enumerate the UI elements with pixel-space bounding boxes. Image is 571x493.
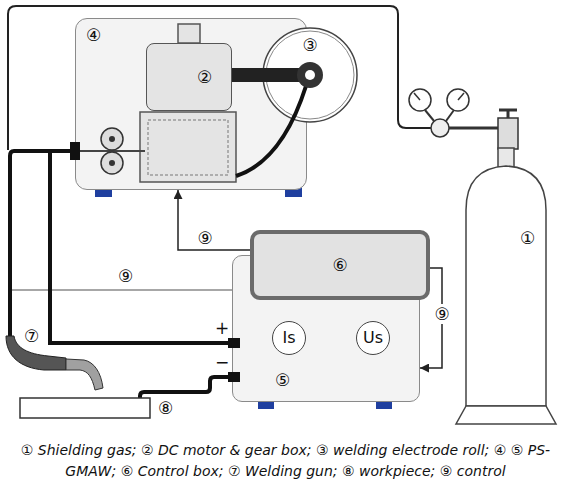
gauge-stem (446, 110, 454, 121)
control-cable (12, 289, 232, 291)
figure-caption: ① Shielding gas; ② DC motor & gear box; … (3, 440, 568, 482)
valve (498, 118, 518, 149)
node-label: ② (197, 67, 212, 87)
roll-hub (297, 62, 323, 88)
callout-number: ⑨ (118, 266, 133, 286)
node-label: ③ (302, 35, 317, 55)
node-label: ④ (86, 25, 101, 45)
gear-box (140, 112, 236, 182)
workpiece (20, 398, 150, 418)
gas-cylinder: ① (458, 148, 554, 426)
motor-box: ② (146, 43, 232, 111)
gauge-needle (414, 93, 420, 100)
valve-handle (499, 109, 517, 112)
feed-roller (101, 128, 123, 150)
pressure-gauge (447, 89, 469, 111)
minus-terminal (228, 372, 240, 382)
cable-connector (70, 142, 80, 160)
regulator-body (431, 119, 449, 137)
callout-number: ⑧ (158, 398, 173, 418)
cylinder-neck (498, 148, 514, 167)
terminal-sign: − (215, 352, 229, 372)
feed-roller (101, 152, 123, 174)
node-label: ⑥ (332, 255, 347, 275)
electrode-wire (236, 86, 306, 176)
gear-box-inner (148, 120, 228, 175)
roller-axle (109, 136, 115, 142)
callout-number: ⑨ (196, 228, 213, 248)
cylinder-base (456, 406, 556, 424)
node-label: Is (282, 328, 295, 348)
pipe (449, 127, 500, 130)
cylinder-outline (458, 148, 554, 426)
control-connector (178, 190, 250, 250)
plus-terminal (228, 338, 240, 348)
gauge-stem (425, 110, 434, 121)
sensor-circle: Is (272, 321, 306, 355)
motor-cap (178, 24, 200, 43)
callout-number: ⑦ (24, 326, 39, 346)
ground-cable (140, 377, 228, 398)
gas-regulator (409, 89, 518, 149)
callout-number: ⑨ (433, 304, 450, 324)
control-box: ⑥ (250, 230, 430, 300)
sensor-circle: Us (356, 321, 390, 355)
gun-cable (10, 151, 75, 336)
roll-hub-center (305, 70, 315, 80)
gauge-needle (458, 93, 464, 100)
drive-shaft (232, 68, 304, 82)
node-label: ⑤ (275, 370, 290, 390)
cylinder-body (466, 166, 546, 406)
node-label: Us (363, 328, 383, 348)
roller-axle (109, 160, 115, 166)
node-label: ① (520, 228, 535, 248)
terminal-sign: + (215, 318, 229, 338)
pressure-gauge (409, 89, 431, 111)
gun-nozzle (66, 359, 103, 390)
